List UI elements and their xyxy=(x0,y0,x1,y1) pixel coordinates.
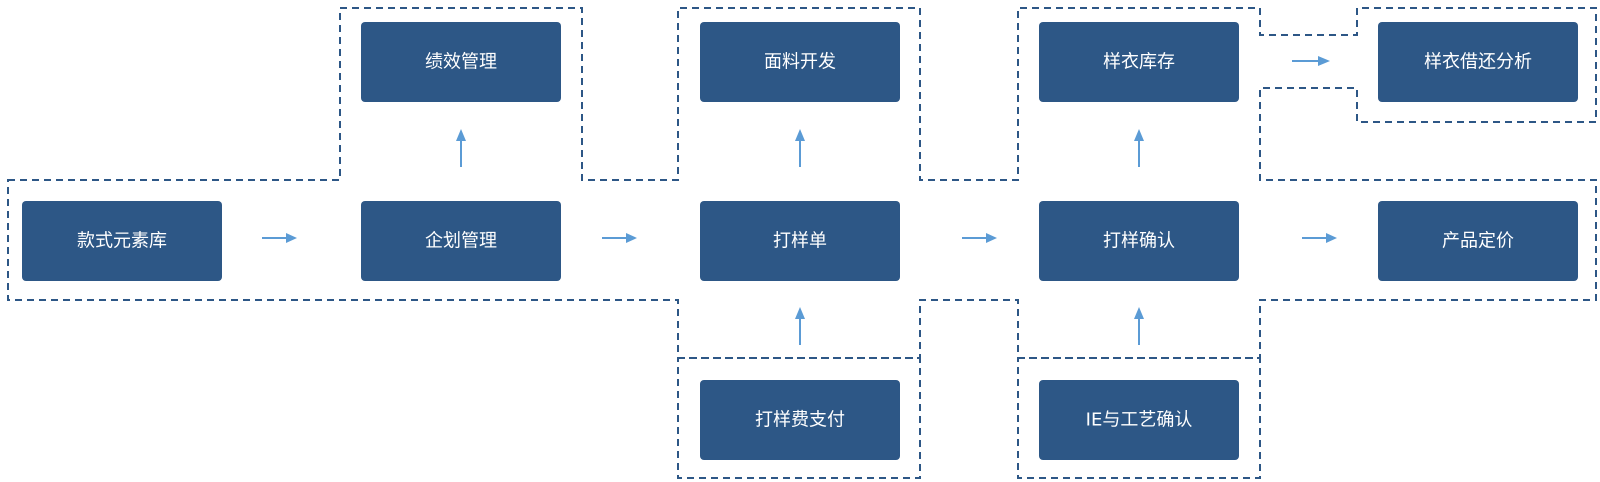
node-sample-confirm[interactable]: 打样确认 xyxy=(1039,201,1239,281)
arrow-confirm-to-inventory xyxy=(1134,129,1144,167)
node-sample-loan[interactable]: 样衣借还分析 xyxy=(1378,22,1578,102)
node-style-library[interactable]: 款式元素库 xyxy=(22,201,222,281)
node-sample-order[interactable]: 打样单 xyxy=(700,201,900,281)
arrow-sample-order-to-confirm xyxy=(962,233,997,243)
arrow-ie-to-confirm xyxy=(1134,307,1144,345)
arrows xyxy=(262,56,1337,345)
group-outlines xyxy=(7,7,1597,479)
node-performance-label: 绩效管理 xyxy=(425,52,497,73)
arrow-library-to-planning xyxy=(262,233,297,243)
arrow-fee-to-sample-order xyxy=(795,307,805,345)
arrow-planning-to-sample-order xyxy=(602,233,637,243)
node-sample-order-label: 打样单 xyxy=(773,231,827,252)
node-sample-confirm-label: 打样确认 xyxy=(1103,231,1175,252)
node-style-library-label: 款式元素库 xyxy=(77,231,167,252)
arrow-confirm-to-pricing xyxy=(1302,233,1337,243)
node-ie-process-label: IE与工艺确认 xyxy=(1086,410,1193,431)
arrow-inventory-to-loan xyxy=(1292,56,1330,66)
node-pricing-label: 产品定价 xyxy=(1442,231,1514,252)
node-fabric-dev[interactable]: 面料开发 xyxy=(700,22,900,102)
node-sample-fee-label: 打样费支付 xyxy=(755,410,845,431)
group-ie-process xyxy=(1017,357,1261,479)
node-performance[interactable]: 绩效管理 xyxy=(361,22,561,102)
node-fabric-dev-label: 面料开发 xyxy=(764,52,836,73)
node-planning[interactable]: 企划管理 xyxy=(361,201,561,281)
arrow-sample-order-to-fabric xyxy=(795,129,805,167)
node-planning-label: 企划管理 xyxy=(425,231,497,252)
group-sample-fee xyxy=(677,357,921,479)
node-pricing[interactable]: 产品定价 xyxy=(1378,201,1578,281)
node-ie-process[interactable]: IE与工艺确认 xyxy=(1039,380,1239,460)
node-sample-fee[interactable]: 打样费支付 xyxy=(700,380,900,460)
arrow-planning-to-performance xyxy=(456,129,466,167)
node-sample-inventory-label: 样衣库存 xyxy=(1103,52,1175,73)
node-sample-loan-label: 样衣借还分析 xyxy=(1424,52,1532,73)
group-main-flow xyxy=(7,7,1597,359)
node-sample-inventory[interactable]: 样衣库存 xyxy=(1039,22,1239,102)
